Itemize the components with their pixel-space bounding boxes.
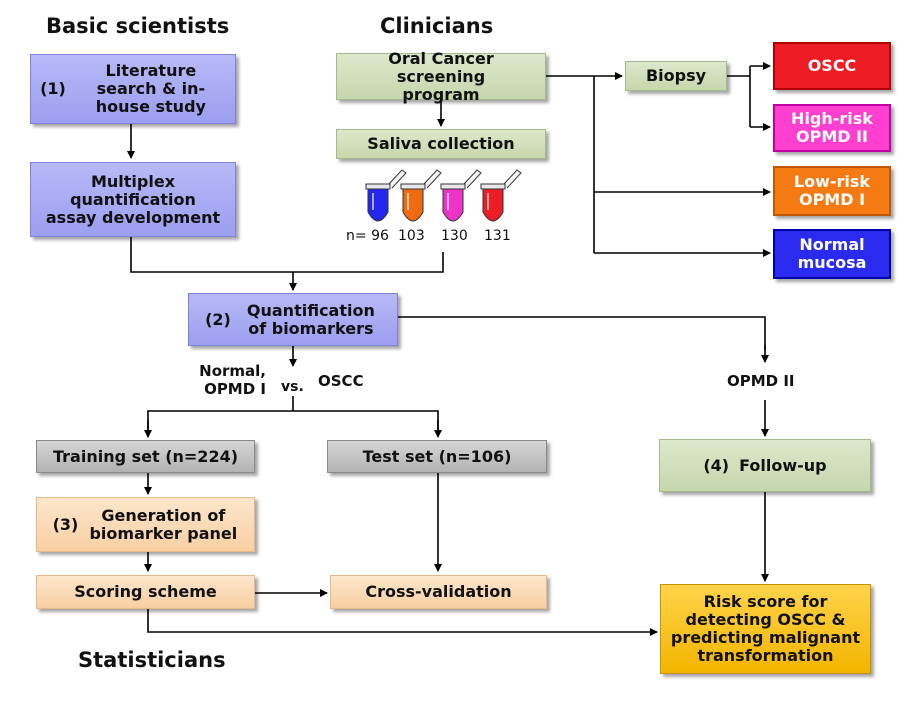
box-text: OSCC (807, 56, 857, 75)
saliva-tubes (365, 169, 522, 222)
box-text: Test set (n=106) (362, 446, 512, 466)
heading-basic-scientists: Basic scientists (46, 14, 230, 38)
high-risk-opmd2-box: High-risk OPMD II (773, 104, 891, 152)
saliva-tube-1 (400, 169, 442, 222)
label-oscc: OSCC (318, 372, 364, 390)
connector-scoring-to-risk (147, 609, 658, 636)
scoring-scheme-box: Scoring scheme (36, 575, 255, 609)
heading-statisticians: Statisticians (78, 648, 226, 672)
step-number: (1) (40, 79, 66, 98)
box-text: Generation of biomarker panel (89, 505, 238, 543)
step-number: (2) (205, 309, 231, 329)
box-text: High-risk OPMD II (791, 109, 873, 146)
saliva-collection-box: Saliva collection (336, 129, 546, 159)
box-text: Normal mucosa (797, 235, 867, 272)
box-text: Follow-up (739, 455, 827, 475)
box-text: Literature search & in-house study (95, 61, 206, 116)
box-text: Cross-validation (365, 582, 512, 601)
sample-count-2: 130 (441, 228, 468, 244)
label-vs: vs. (281, 379, 304, 395)
sample-count-1: 103 (398, 228, 425, 244)
n-prefix: n= (346, 228, 367, 244)
box-text: Quantification of biomarkers (246, 300, 375, 338)
training-set-box: Training set (n=224) (36, 440, 255, 473)
multiplex-assay-box: Multiplex quantification assay developme… (30, 162, 236, 237)
follow-up-box: (4) Follow-up (659, 439, 871, 492)
label-normal-opmd1: Normal, OPMD I (199, 362, 266, 398)
heading-clinicians: Clinicians (380, 14, 494, 38)
normal-mucosa-box: Normal mucosa (773, 229, 891, 279)
connector-quantification-to-opmd2 (398, 316, 766, 350)
box-text: Training set (n=224) (52, 446, 239, 466)
cross-validation-box: Cross-validation (330, 575, 547, 609)
risk-score-box: Risk score for detecting OSCC & predicti… (660, 584, 871, 674)
saliva-tube-3 (480, 169, 522, 222)
box-text: Scoring scheme (74, 582, 217, 601)
saliva-tube-2 (440, 169, 482, 222)
connector-vs-split (147, 410, 439, 432)
count-value: 96 (371, 228, 389, 244)
biopsy-box: Biopsy (625, 61, 727, 91)
oscc-box: OSCC (773, 42, 891, 90)
screening-program-box: Oral Cancer screening program (336, 49, 546, 103)
box-text: Saliva collection (367, 134, 515, 153)
biomarker-panel-box: (3) Generation of biomarker panel (36, 497, 255, 552)
literature-search-box: (1) Literature search & in-house study (30, 54, 236, 124)
sample-count-0: n= 96 (346, 228, 389, 244)
connector-merge-to-quantification (130, 237, 444, 273)
step-number: (4) (703, 455, 730, 475)
box-text: Risk score for detecting OSCC & predicti… (670, 592, 861, 665)
box-text: Oral Cancer screening program (388, 48, 494, 104)
sample-count-3: 131 (484, 228, 511, 244)
label-opmd2: OPMD II (727, 372, 795, 390)
low-risk-opmd1-box: Low-risk OPMD I (773, 166, 891, 216)
quantification-box: (2) Quantification of biomarkers (188, 293, 398, 346)
test-set-box: Test set (n=106) (327, 440, 547, 473)
step-number: (3) (52, 514, 79, 534)
box-text: Biopsy (645, 66, 707, 85)
box-text: Multiplex quantification assay developme… (45, 171, 221, 227)
saliva-tube-0 (365, 169, 407, 222)
box-text: Low-risk OPMD I (793, 172, 871, 209)
